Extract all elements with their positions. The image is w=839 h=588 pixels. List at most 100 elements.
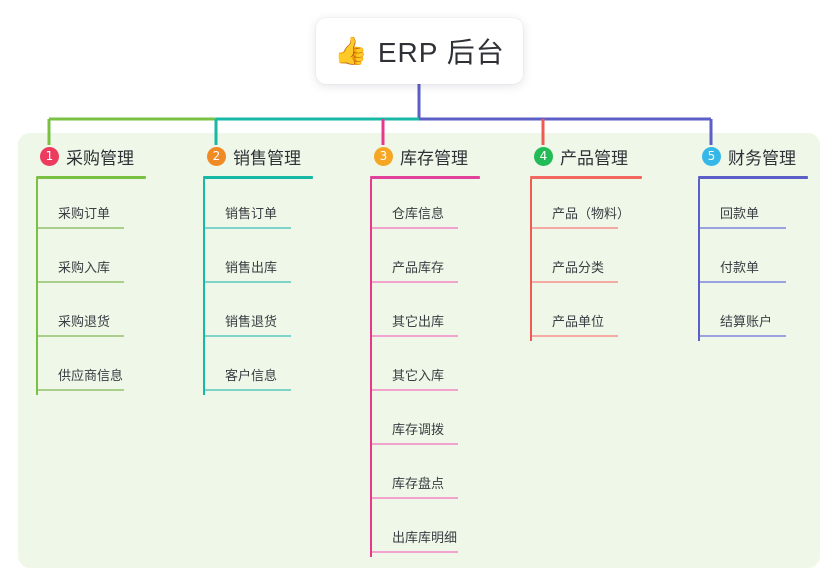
branch-spine-3: [370, 179, 372, 557]
child-item[interactable]: 结算账户: [698, 287, 808, 341]
child-item[interactable]: 客户信息: [203, 341, 313, 395]
child-underline: [372, 281, 458, 283]
branch-title-4: 产品管理: [560, 148, 628, 168]
child-underline: [372, 443, 458, 445]
child-label: 结算账户: [720, 314, 773, 329]
branch-title-5: 财务管理: [728, 148, 796, 168]
diagram-panel: [18, 133, 820, 568]
child-item[interactable]: 采购退货: [36, 287, 146, 341]
branch-children-5: 回款单付款单结算账户: [698, 179, 808, 341]
child-label: 客户信息: [225, 368, 278, 383]
child-label: 产品库存: [392, 260, 445, 275]
child-item[interactable]: 回款单: [698, 179, 808, 233]
child-item[interactable]: 出库库明细: [370, 503, 480, 557]
branch-children-2: 销售订单销售出库销售退货客户信息: [203, 179, 313, 395]
child-label: 产品分类: [552, 260, 605, 275]
branch-underline-5: [698, 176, 808, 179]
child-item[interactable]: 库存盘点: [370, 449, 480, 503]
child-underline: [700, 335, 786, 337]
child-underline: [205, 389, 291, 391]
child-label: 付款单: [720, 260, 760, 275]
child-item[interactable]: 库存调拨: [370, 395, 480, 449]
child-item[interactable]: 其它入库: [370, 341, 480, 395]
branch-children-1: 采购订单采购入库采购退货供应商信息: [36, 179, 146, 395]
branch-underline-4: [530, 176, 642, 179]
child-label: 产品单位: [552, 314, 605, 329]
branch-1: 1 采购管理采购订单采购入库采购退货供应商信息: [36, 143, 146, 395]
root-title: ERP 后台: [377, 37, 505, 68]
child-item[interactable]: 产品库存: [370, 233, 480, 287]
child-item[interactable]: 供应商信息: [36, 341, 146, 395]
child-item[interactable]: 其它出库: [370, 287, 480, 341]
branch-title-2: 销售管理: [233, 148, 301, 168]
child-label: 采购入库: [58, 260, 111, 275]
child-label: 回款单: [720, 206, 760, 221]
child-item[interactable]: 产品分类: [530, 233, 642, 287]
child-label: 采购退货: [58, 314, 111, 329]
branch-underline-3: [370, 176, 480, 179]
child-label: 采购订单: [58, 206, 111, 221]
child-label: 其它入库: [392, 368, 445, 383]
child-underline: [372, 389, 458, 391]
branch-header-4[interactable]: 4 产品管理: [530, 143, 642, 169]
child-underline: [38, 281, 124, 283]
child-underline: [38, 389, 124, 391]
child-underline: [38, 335, 124, 337]
child-label: 库存盘点: [392, 476, 445, 491]
child-underline: [532, 335, 618, 337]
child-label: 销售出库: [225, 260, 278, 275]
child-item[interactable]: 销售订单: [203, 179, 313, 233]
branch-5: 5 财务管理回款单付款单结算账户: [698, 143, 808, 341]
branch-badge-5: 5: [702, 146, 721, 166]
child-underline: [532, 227, 618, 229]
branch-badge-3: 3: [374, 146, 393, 166]
branch-badge-2: 2: [207, 146, 226, 166]
child-underline: [700, 227, 786, 229]
child-label: 其它出库: [392, 314, 445, 329]
branch-underline-1: [36, 176, 146, 179]
child-underline: [372, 497, 458, 499]
branch-badge-1: 1: [40, 146, 59, 166]
branch-header-1[interactable]: 1 采购管理: [36, 143, 146, 169]
child-underline: [205, 281, 291, 283]
branch-children-3: 仓库信息产品库存其它出库其它入库库存调拨库存盘点出库库明细: [370, 179, 480, 557]
branch-header-2[interactable]: 2 销售管理: [203, 143, 313, 169]
branch-4: 4 产品管理产品（物料） 产品分类产品单位: [530, 143, 642, 341]
branch-spine-5: [698, 179, 700, 341]
child-label: 库存调拨: [392, 422, 445, 437]
child-label: 销售退货: [225, 314, 278, 329]
child-item[interactable]: 仓库信息: [370, 179, 480, 233]
child-item[interactable]: 产品（物料）: [530, 179, 642, 233]
child-underline: [700, 281, 786, 283]
child-underline: [372, 227, 458, 229]
child-item[interactable]: 销售退货: [203, 287, 313, 341]
child-item[interactable]: 产品单位: [530, 287, 642, 341]
branch-spine-1: [36, 179, 38, 395]
child-item[interactable]: 销售出库: [203, 233, 313, 287]
child-underline: [205, 227, 291, 229]
child-label: 仓库信息: [392, 206, 445, 221]
child-item[interactable]: 付款单: [698, 233, 808, 287]
child-underline: [38, 227, 124, 229]
thumbs-up-icon: 👍: [334, 35, 368, 66]
child-underline: [532, 281, 618, 283]
child-item[interactable]: 采购订单: [36, 179, 146, 233]
child-underline: [372, 335, 458, 337]
child-underline: [372, 551, 458, 553]
branch-2: 2 销售管理销售订单销售出库销售退货客户信息: [203, 143, 313, 395]
child-label: 产品（物料）: [552, 206, 631, 221]
branch-badge-4: 4: [534, 146, 553, 166]
child-label: 供应商信息: [58, 368, 124, 383]
root-node[interactable]: 👍 ERP 后台: [316, 18, 523, 84]
child-label: 出库库明细: [392, 530, 458, 545]
child-item[interactable]: 采购入库: [36, 233, 146, 287]
branch-header-5[interactable]: 5 财务管理: [698, 143, 808, 169]
branch-children-4: 产品（物料） 产品分类产品单位: [530, 179, 642, 341]
child-label: 销售订单: [225, 206, 278, 221]
child-underline: [205, 335, 291, 337]
branch-title-1: 采购管理: [66, 148, 134, 168]
branch-underline-2: [203, 176, 313, 179]
